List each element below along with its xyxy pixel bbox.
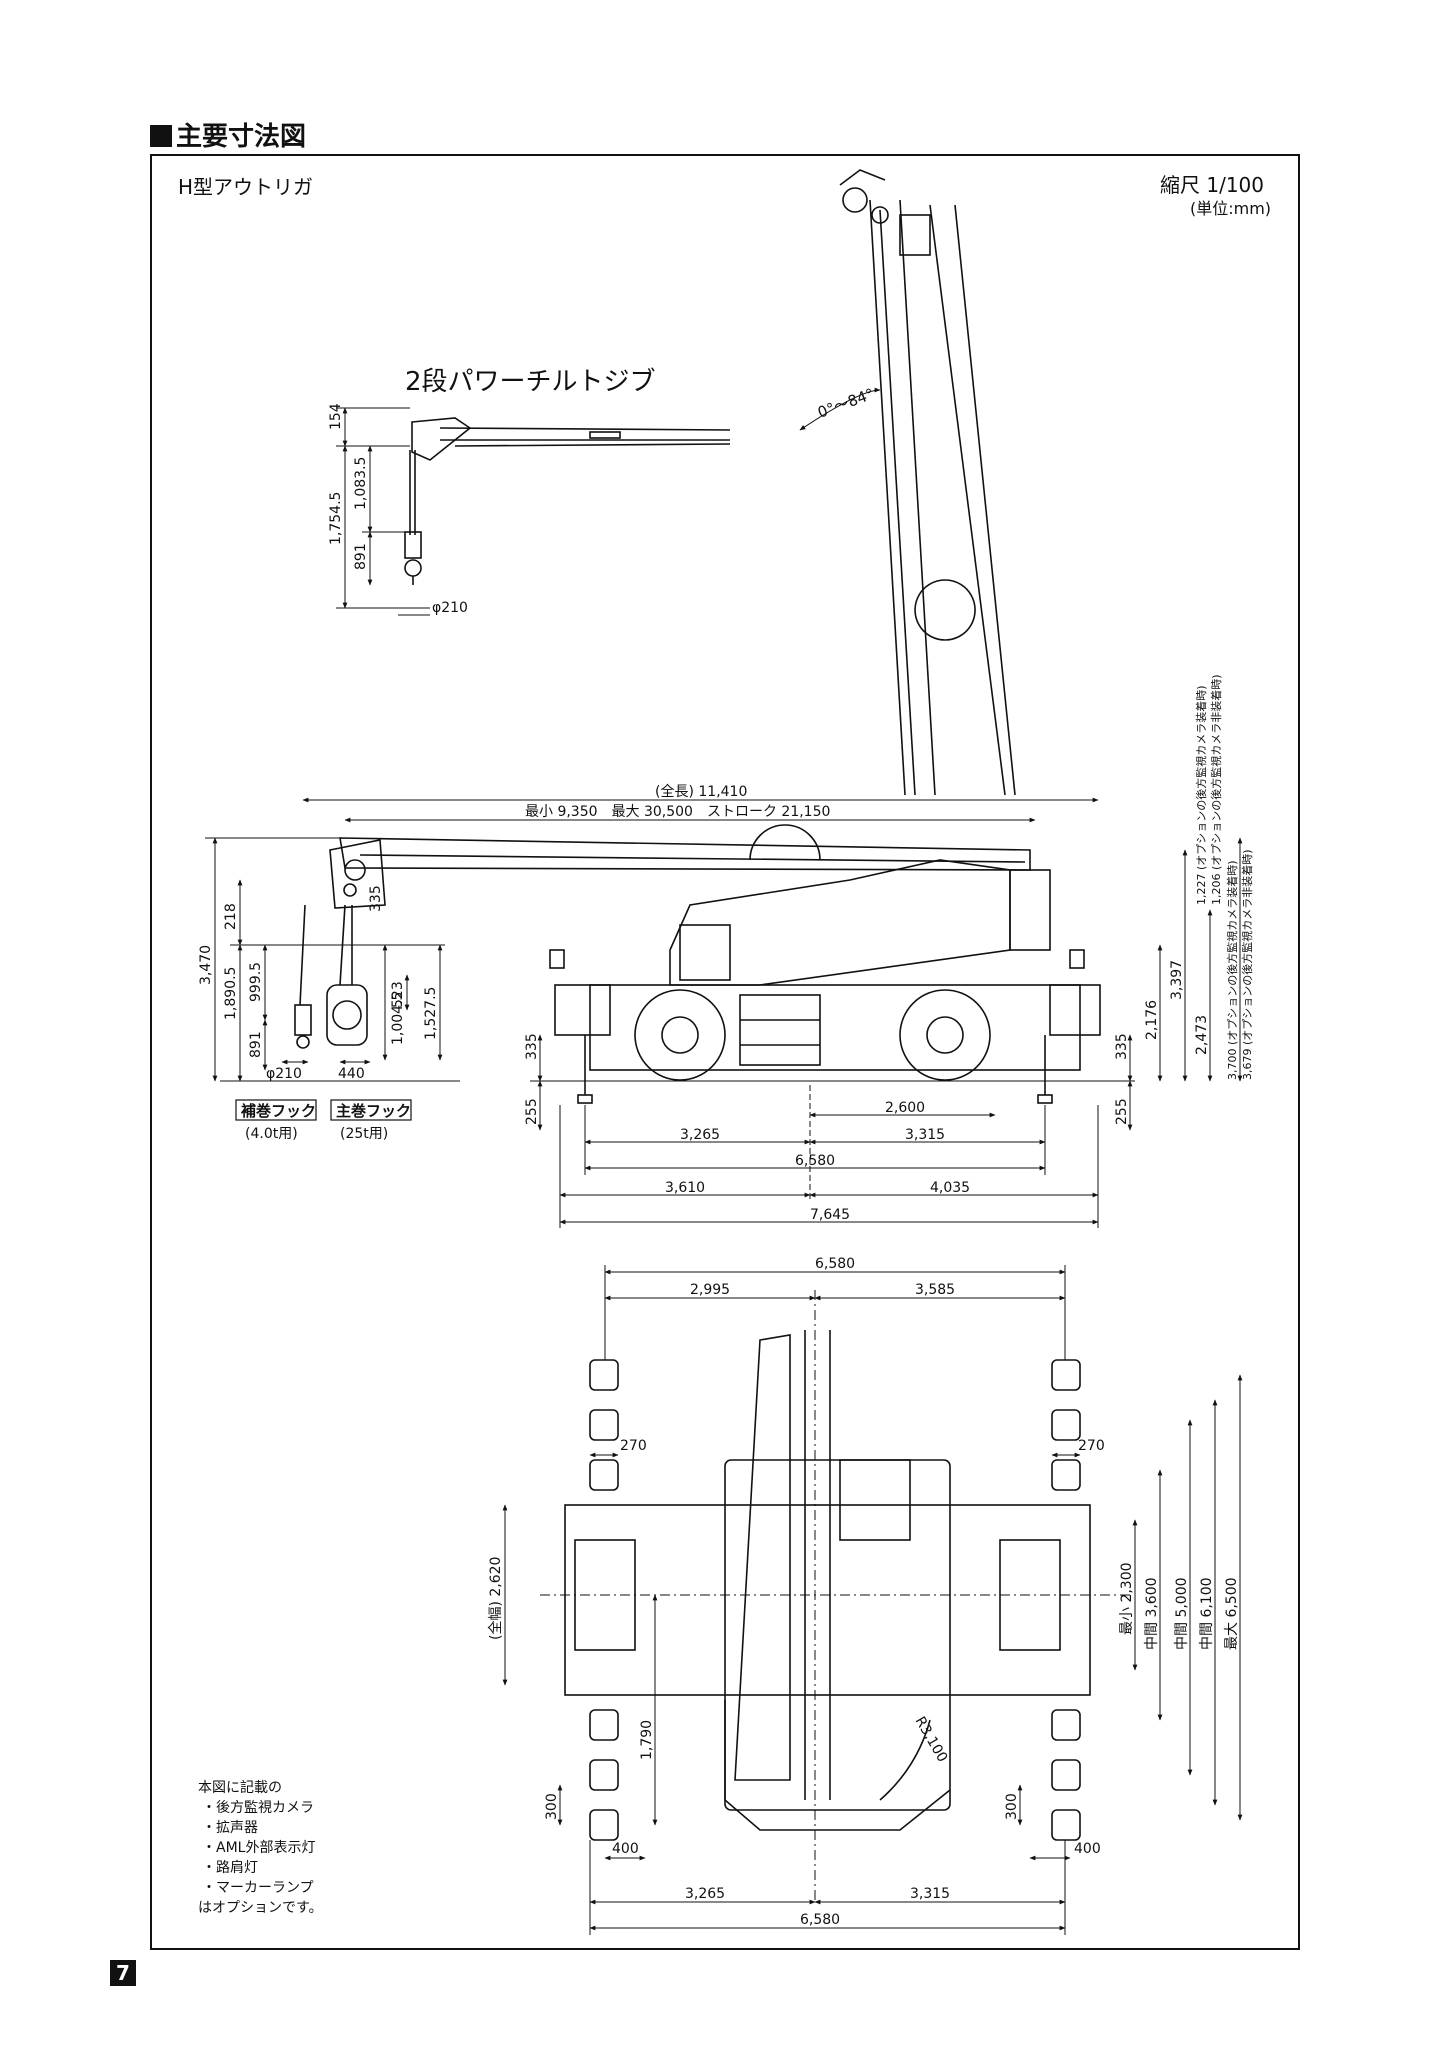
boom-angle-label: 0°～84° <box>815 385 876 422</box>
dim-2473: 2,473 <box>1194 1015 1210 1055</box>
dim-3265: 3,265 <box>680 1127 720 1143</box>
aux-hook-cap: (4.0t用) <box>245 1126 298 1142</box>
plan-view-bottom-dims <box>589 1840 1066 1935</box>
plan-dim-6580-top: 6,580 <box>815 1256 855 1272</box>
plan-dim-300-right: 300 <box>1004 1793 1020 1820</box>
raised-boom <box>839 169 1016 796</box>
plan-outrigger-mid1: 中間 3,600 <box>1144 1577 1160 1650</box>
overall-length: (全長) 11,410 <box>655 783 747 800</box>
dim-335-boom: 335 <box>368 885 384 912</box>
dim-999: 999.5 <box>248 962 264 1002</box>
plan-dim-300-left: 300 <box>544 1793 560 1820</box>
jib-dim-1754: 1,754.5 <box>328 492 344 545</box>
page-title-text: 主要寸法図 <box>176 122 307 152</box>
drawing-frame <box>150 154 1300 1950</box>
dim-2176: 2,176 <box>1144 1000 1160 1040</box>
note-line-3: ・拡声器 <box>202 1820 258 1836</box>
side-view-crane <box>294 824 1101 1104</box>
plan-dim-400-right: 400 <box>1074 1841 1101 1857</box>
note-line-5: ・路肩灯 <box>202 1860 258 1876</box>
dim-3397: 3,397 <box>1169 960 1185 1000</box>
dim-335-right: 335 <box>1114 1033 1130 1060</box>
plan-view-crane <box>564 1330 1091 1841</box>
dim-255-left: 255 <box>524 1098 540 1125</box>
jib-dim-210: φ210 <box>432 600 468 616</box>
plan-dim-3265: 3,265 <box>685 1886 725 1902</box>
dim-3610: 3,610 <box>665 1180 705 1196</box>
plan-dim-400-left: 400 <box>612 1841 639 1857</box>
note-line-1: 本図に記載の <box>198 1779 282 1796</box>
jib-dim-891: 891 <box>353 543 369 570</box>
page-number: 7 <box>110 1960 136 1986</box>
plan-view-side-dims <box>502 1374 1243 1861</box>
dim-3700: 3,700 (オプションの後方監視カメラ装着時) <box>1225 860 1239 1080</box>
plan-dim-3315: 3,315 <box>910 1886 950 1902</box>
dim-891: 891 <box>248 1031 264 1058</box>
jib-dimensions <box>336 407 430 616</box>
dim-6580: 6,580 <box>795 1153 835 1169</box>
outrigger-type-label: H型アウトリガ <box>178 175 313 199</box>
jib-dim-1083: 1,083.5 <box>353 457 369 510</box>
dim-440: 440 <box>338 1066 365 1082</box>
side-view-height-dims <box>537 837 1243 1131</box>
scale-label: 縮尺 1/100 <box>1160 173 1264 197</box>
dim-1227: 1,227 (オプションの後方監視カメラ装着時) <box>1194 685 1208 905</box>
plan-outrigger-min: 最小 2,300 <box>1119 1562 1135 1635</box>
dim-7645: 7,645 <box>810 1207 850 1223</box>
options-note: 本図に記載の ・後方監視カメラ ・拡声器 ・AML外部表示灯 ・路肩灯 ・マーカ… <box>198 1779 323 1916</box>
page-title: 主要寸法図 <box>150 116 306 153</box>
plan-dim-6580-bottom: 6,580 <box>800 1912 840 1928</box>
dim-210: φ210 <box>266 1066 302 1082</box>
note-line-6: ・マーカーランプ <box>202 1880 314 1896</box>
jib-dim-154: 154 <box>328 403 344 430</box>
unit-label: (単位:mm) <box>1190 199 1271 218</box>
plan-view-top-dims <box>604 1265 1066 1360</box>
dim-1206: 1,206 (オプションの後方監視カメラ非装着時) <box>1209 674 1223 905</box>
dim-3679: 3,679 (オプションの後方監視カメラ非装着時) <box>1240 849 1254 1080</box>
side-view-dimensions-top <box>302 797 1099 823</box>
plan-radius: R3,100 <box>912 1714 951 1765</box>
dim-1890: 1,890.5 <box>223 967 239 1020</box>
plan-dim-270-left: 270 <box>620 1438 647 1454</box>
dim-1004: 1,004.5 <box>390 992 406 1045</box>
note-line-7: はオプションです。 <box>198 1900 323 1916</box>
plan-dim-270-right: 270 <box>1078 1438 1105 1454</box>
side-view-base-dims <box>559 1085 1099 1228</box>
main-hook-box <box>330 1099 412 1121</box>
dim-1527: 1,527.5 <box>423 987 439 1040</box>
note-line-4: ・AML外部表示灯 <box>202 1840 315 1856</box>
dim-4035: 4,035 <box>930 1180 970 1196</box>
plan-dim-1790: 1,790 <box>639 1720 655 1760</box>
jib-drawing <box>404 417 731 585</box>
aux-hook-name: 補巻フック <box>240 1102 316 1120</box>
dim-523: 523 <box>390 981 406 1008</box>
dim-3315: 3,315 <box>905 1127 945 1143</box>
dim-335-left: 335 <box>524 1033 540 1060</box>
dim-218: 218 <box>223 903 239 930</box>
plan-dim-3585: 3,585 <box>915 1282 955 1298</box>
main-hook-name: 主巻フック <box>336 1102 411 1120</box>
boom-angle-arc <box>799 387 881 431</box>
plan-outrigger-mid2: 中間 5,000 <box>1174 1577 1190 1650</box>
boom-length: 最小 9,350 最大 30,500 ストローク 21,150 <box>525 804 830 820</box>
note-line-2: ・後方監視カメラ <box>202 1799 314 1816</box>
dim-2600: 2,600 <box>885 1100 925 1116</box>
plan-outrigger-max: 最大 6,500 <box>1224 1577 1240 1650</box>
plan-width: (全幅) 2,620 <box>487 1557 504 1640</box>
side-view-left-dims <box>205 837 445 1082</box>
dim-255-right: 255 <box>1114 1098 1130 1125</box>
plan-dim-2995: 2,995 <box>690 1282 730 1298</box>
aux-hook-box <box>235 1099 317 1121</box>
jib-title: 2段パワーチルトジブ <box>405 367 656 397</box>
dim-3470: 3,470 <box>198 945 214 985</box>
plan-outrigger-mid3: 中間 6,100 <box>1199 1577 1215 1650</box>
main-hook-cap: (25t用) <box>340 1126 388 1142</box>
title-square-icon <box>150 125 172 147</box>
